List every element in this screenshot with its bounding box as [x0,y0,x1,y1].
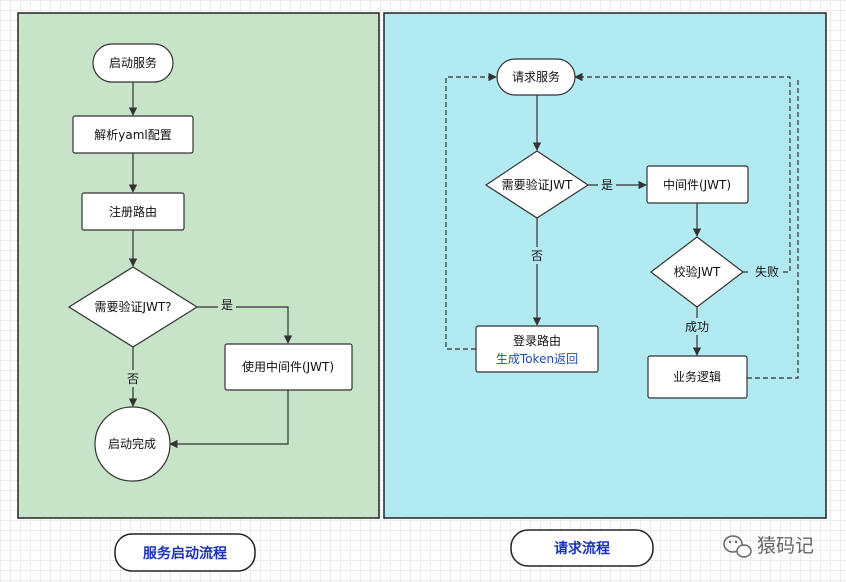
label-right-yes: 是 [601,178,613,192]
svg-text:解析yaml配置: 解析yaml配置 [94,128,171,142]
svg-text:生成Token返回: 生成Token返回 [496,352,578,366]
label-right-no: 否 [531,249,543,263]
node-parse-yaml: 解析yaml配置 [72,115,194,154]
node-register-routes: 注册路由 [81,192,185,231]
label-left-yes: 是 [221,298,233,312]
svg-text:使用中间件(JWT): 使用中间件(JWT) [242,359,334,374]
lane-title-service-startup: 服务启动流程 [114,533,256,572]
node-business-logic: 业务逻辑 [647,355,748,399]
label-fail: 失败 [755,264,779,279]
svg-text:服务启动流程: 服务启动流程 [143,545,227,562]
svg-text:中间件(JWT): 中间件(JWT) [663,177,731,192]
svg-text:需要验证JWT: 需要验证JWT [502,177,573,192]
node-login-route: 登录路由 生成Token返回 [475,325,599,373]
node-jwt-middleware: 中间件(JWT) [646,165,749,204]
node-use-jwt-middleware: 使用中间件(JWT) [224,343,353,391]
svg-text:请求流程: 请求流程 [554,540,610,557]
label-success: 成功 [685,320,709,334]
watermark-text: 猿码记 [757,535,814,557]
lane-title-request-flow: 请求流程 [510,529,654,567]
svg-text:需要验证JWT?: 需要验证JWT? [94,299,171,314]
wechat-icon [723,535,752,558]
svg-text:登录路由: 登录路由 [513,333,561,348]
lane-service-startup [17,12,380,519]
node-start-complete: 启动完成 [94,406,171,482]
svg-text:启动完成: 启动完成 [108,436,156,451]
svg-text:启动服务: 启动服务 [109,55,157,70]
svg-text:校验JWT: 校验JWT [674,264,721,279]
edge-business-return-dashed [747,77,799,379]
edge-fail-return-dashed [574,72,791,273]
node-need-jwt-decision-right: 需要验证JWT [484,150,590,219]
label-left-no: 否 [127,372,139,386]
node-request-service: 请求服务 [496,58,576,96]
node-start-service: 启动服务 [92,43,174,83]
svg-text:业务逻辑: 业务逻辑 [673,369,721,384]
svg-text:请求服务: 请求服务 [512,69,560,84]
edge-middleware-to-done [169,390,289,449]
svg-text:注册路由: 注册路由 [109,204,157,219]
node-check-jwt: 校验JWT [650,236,744,308]
node-need-jwt-decision: 需要验证JWT? [67,266,199,348]
